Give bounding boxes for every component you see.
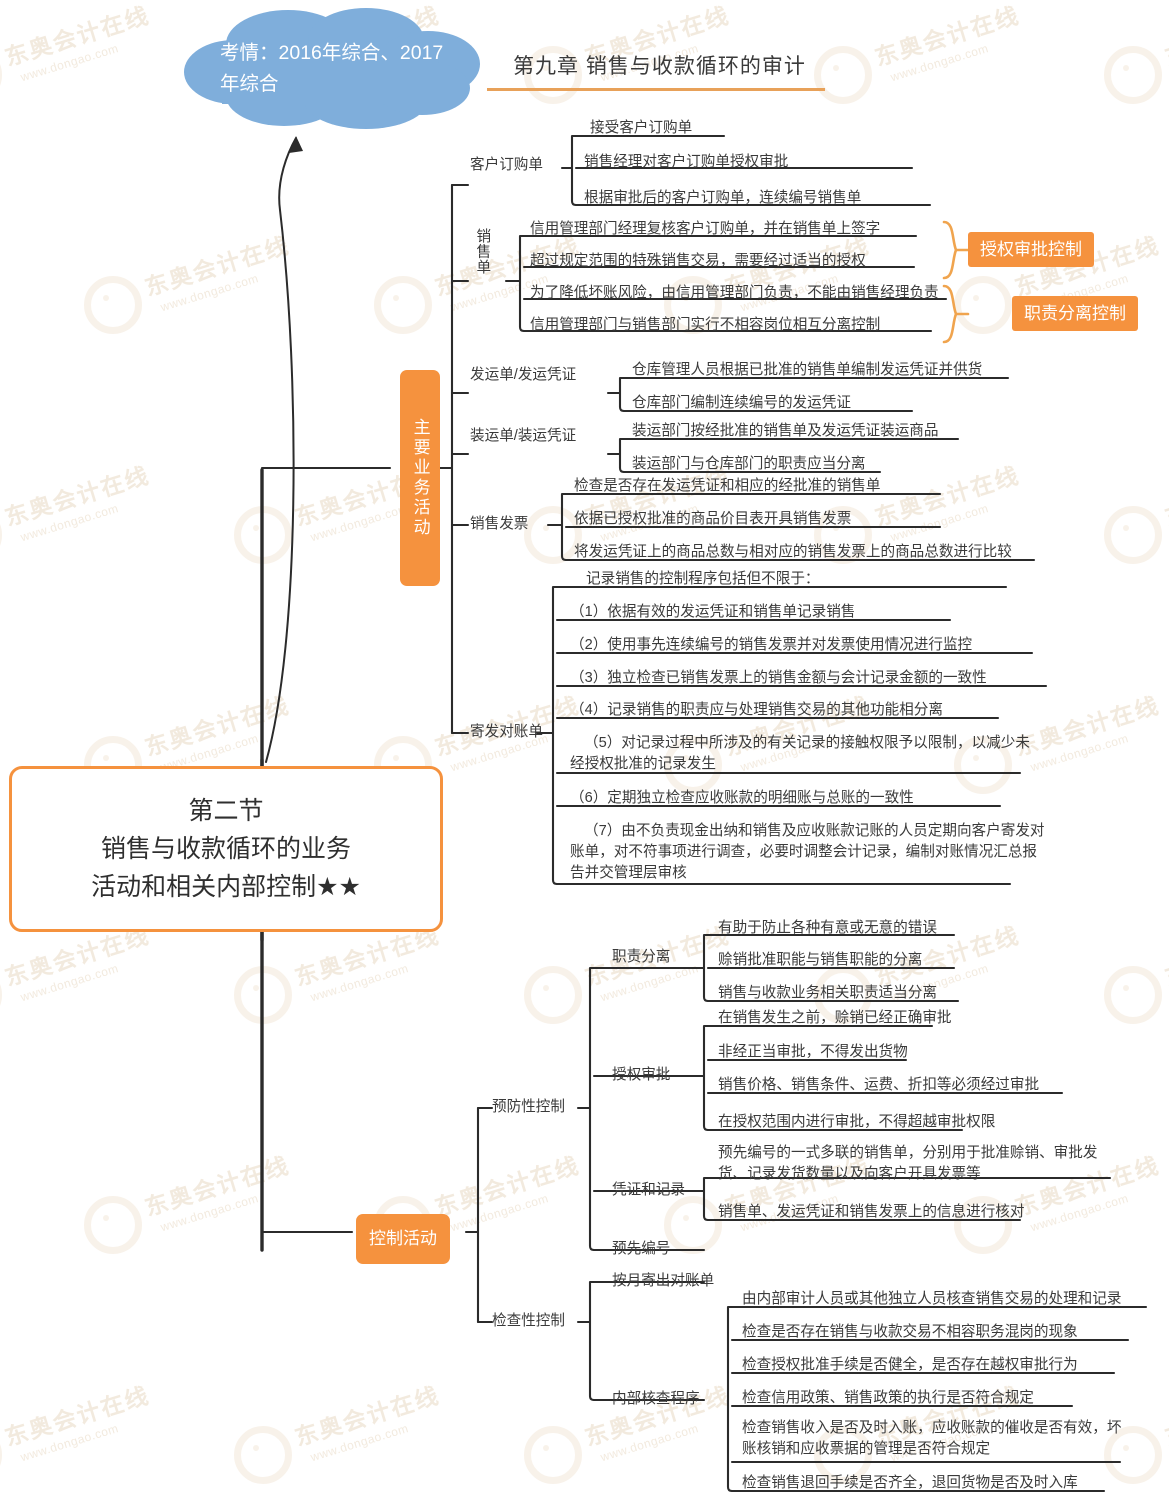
leaf-item: （2）使用事先连续编号的销售发票并对发票使用情况进行监控 <box>570 637 973 653</box>
leaf-item: 检查销售退回手续是否齐全，退回货物是否及时入库 <box>742 1475 1078 1491</box>
root-node[interactable]: 第二节 销售与收款循环的业务 活动和相关内部控制★★ <box>9 766 443 932</box>
badge-authorization-control[interactable]: 授权审批控制 <box>968 232 1094 268</box>
leaf-item: 仓库部门编制连续编号的发运凭证 <box>632 395 851 411</box>
leaf-item: 接受客户订购单 <box>590 120 693 136</box>
root-line-1: 第二节 <box>188 797 264 825</box>
root-line-3: 活动和相关内部控制★★ <box>91 873 361 901</box>
subgroup-label-monthly-statement: 按月寄出对账单 <box>612 1273 715 1289</box>
leaf-item: 销售经理对客户订购单授权审批 <box>584 154 789 170</box>
leaf-item: （7）由不负责现金出纳和销售及应收账款记账的人员定期向客户寄发对账单，对不符事项… <box>570 823 1045 881</box>
subgroup-label-prenumbering: 预先编号 <box>612 1241 671 1257</box>
group-label-preventive-control: 预防性控制 <box>492 1099 565 1115</box>
group-label-customer-order: 客户订购单 <box>470 157 543 173</box>
leaf-item: 非经正当审批，不得发出货物 <box>718 1044 908 1060</box>
leaf-item: 装运部门按经批准的销售单及发运凭证装运商品 <box>632 423 939 439</box>
leaf-item: 有助于防止各种有意或无意的错误 <box>718 920 937 936</box>
leaf-item: （5）对记录过程中所涉及的有关记录的接触权限予以限制，以减少未经授权批准的记录发… <box>570 735 1030 772</box>
leaf-item: 赊销批准职能与销售职能的分离 <box>718 952 923 968</box>
leaf-item: （4）记录销售的职责应与处理销售交易的其他功能相分离 <box>570 702 943 718</box>
leaf-item: 在销售发生之前，赊销已经正确审批 <box>718 1010 952 1026</box>
leaf-item: 由内部审计人员或其他独立人员核查销售交易的处理和记录 <box>742 1291 1122 1307</box>
leaf-item: 销售价格、销售条件、运费、折扣等必须经过审批 <box>718 1077 1040 1093</box>
leaf-item: （3）独立检查已销售发票上的销售金额与会计记录金额的一致性 <box>570 670 987 686</box>
leaf-item: 为了降低坏账风险，由信用管理部门负责，不能由销售经理负责 <box>530 285 939 301</box>
subgroup-label-documents-records: 凭证和记录 <box>612 1182 685 1198</box>
leaf-item: 依据已授权批准的商品价目表开具销售发票 <box>574 511 852 527</box>
subgroup-label-segregation-of-duties: 职责分离 <box>612 949 671 965</box>
leaf-item: 预先编号的一式多联的销售单，分别用于批准赊销、审批发货、记录发货数量以及向客户开… <box>718 1145 1098 1182</box>
cloud-note-text: 考情：2016年综合、2017年综合 <box>220 42 444 95</box>
leaf-item: 将发运凭证上的商品总数与相对应的销售发票上的商品总数进行比较 <box>574 544 1012 560</box>
branch-chip-control-activities[interactable]: 控制活动 <box>356 1214 450 1264</box>
leaf-item: 记录销售的控制程序包括但不限于： <box>586 571 820 587</box>
leaf-item: 超过规定范围的特殊销售交易，需要经过适当的授权 <box>530 253 866 269</box>
group-label-sales-order: 销售单 <box>474 228 491 275</box>
leaf-item: 销售与收款业务相关职责适当分离 <box>718 985 937 1001</box>
leaf-item: 信用管理部门与销售部门实行不相容岗位相互分离控制 <box>530 317 881 333</box>
leaf-item: （1）依据有效的发运凭证和销售单记录销售 <box>570 604 856 620</box>
leaf-item: 检查授权批准手续是否健全，是否存在越权审批行为 <box>742 1357 1078 1373</box>
group-label-send-statement: 寄发对账单 <box>470 724 543 740</box>
subgroup-label-authorization: 授权审批 <box>612 1067 671 1083</box>
exam-note-cloud: 考情：2016年综合、2017年综合 <box>176 4 486 132</box>
leaf-item: 根据审批后的客户订购单，连续编号销售单 <box>584 190 862 206</box>
leaf-item: 装运部门与仓库部门的职责应当分离 <box>632 456 866 472</box>
leaf-item: （6）定期独立检查应收账款的明细账与总账的一致性 <box>570 790 914 806</box>
group-label-detective-control: 检查性控制 <box>492 1313 565 1329</box>
badge-segregation-control[interactable]: 职责分离控制 <box>1012 296 1138 332</box>
leaf-item: 检查是否存在销售与收款交易不相容职务混岗的现象 <box>742 1324 1078 1340</box>
leaf-item: 检查销售收入是否及时入账，应收账款的催收是否有效，坏账核销和应收票据的管理是否符… <box>742 1420 1122 1457</box>
leaf-item: 在授权范围内进行审批，不得超越审批权限 <box>718 1114 996 1130</box>
chapter-title: 第九章 销售与收款循环的审计 <box>513 55 806 78</box>
leaf-item: 信用管理部门经理复核客户订购单，并在销售单上签字 <box>530 221 881 237</box>
subgroup-label-internal-verification: 内部核查程序 <box>612 1391 700 1407</box>
group-label-sales-invoice: 销售发票 <box>470 516 529 532</box>
leaf-item: 检查信用政策、销售政策的执行是否符合规定 <box>742 1390 1034 1406</box>
leaf-item: 检查是否存在发运凭证和相应的经批准的销售单 <box>574 478 881 494</box>
branch-chip-main-activities[interactable]: 主要业务活动 <box>400 370 440 586</box>
group-label-shipping-note: 装运单/装运凭证 <box>470 428 577 444</box>
root-line-2: 销售与收款循环的业务 <box>100 835 351 863</box>
leaf-item: 仓库管理人员根据已批准的销售单编制发运凭证并供货 <box>632 362 983 378</box>
leaf-item: 销售单、发运凭证和销售发票上的信息进行核对 <box>718 1204 1025 1220</box>
cloud-shape <box>184 8 480 129</box>
chapter-title-underline <box>487 88 825 91</box>
group-label-delivery-note: 发运单/发运凭证 <box>470 367 577 383</box>
